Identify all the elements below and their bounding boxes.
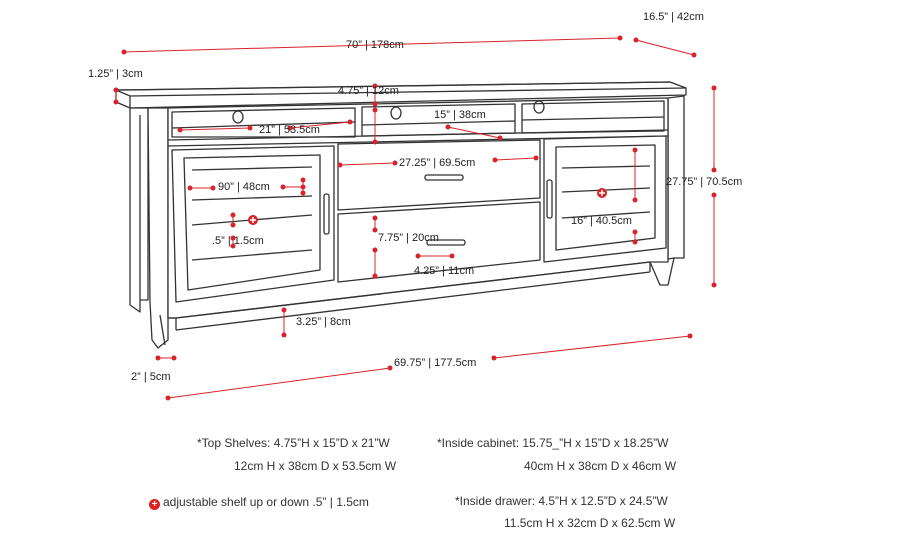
dimension-endpoint — [372, 215, 378, 221]
dimension-endpoint — [449, 253, 455, 259]
dimension-endpoint — [492, 157, 498, 163]
label-drawer-height: 7.75” | 20cm — [378, 232, 439, 244]
note-inside-drawer-1: *Inside drawer: 4.5”H x 12.5”D x 24.5”W — [455, 494, 668, 508]
dim-line-width-top — [123, 37, 621, 53]
dim-line-top-shelf-width — [179, 127, 251, 131]
dimension-endpoint — [632, 147, 638, 153]
dimension-endpoint — [121, 49, 127, 55]
plus-circle-icon — [248, 215, 258, 225]
note-adjustable-text: adjustable shelf up or down .5” | 1.5cm — [163, 495, 369, 509]
dimension-endpoint — [187, 185, 193, 191]
label-top-thickness: 1.25” | 3cm — [88, 68, 143, 80]
note-top-shelves-1: *Top Shelves: 4.75”H x 15”D x 21”W — [197, 436, 390, 450]
dimension-endpoint — [281, 307, 287, 313]
dimension-endpoint — [372, 227, 378, 233]
dimension-endpoint — [247, 125, 253, 131]
dimension-endpoint — [155, 355, 161, 361]
label-shelf-adjust: .5” | 1.5cm — [212, 235, 264, 247]
note-inside-cabinet-2: 40cm H x 38cm D x 46cm W — [524, 459, 677, 473]
dimension-endpoint — [165, 395, 171, 401]
plus-circle-icon — [597, 188, 607, 198]
plus-circle-icon: + — [149, 499, 160, 510]
dimension-endpoint — [300, 177, 306, 183]
label-drawer-width: 27.25” | 69.5cm — [399, 157, 475, 169]
dimension-endpoint — [113, 99, 119, 105]
dimension-endpoint — [617, 35, 623, 41]
label-total-height: 27.75” | 70.5cm — [666, 176, 742, 188]
dimension-endpoint — [280, 184, 286, 190]
dimension-endpoint — [633, 37, 639, 43]
dimension-endpoint — [711, 282, 717, 288]
dim-line-width-bottom-2 — [493, 335, 691, 359]
dimension-endpoint — [711, 167, 717, 173]
dim-line-top-shelf-depth — [447, 126, 501, 139]
dimension-endpoint — [171, 355, 177, 361]
dimension-endpoint — [632, 197, 638, 203]
label-width-bottom: 69.75” | 177.5cm — [394, 357, 476, 369]
dimension-endpoint — [711, 192, 717, 198]
dimension-endpoint — [491, 355, 497, 361]
dimension-endpoint — [177, 127, 183, 133]
dimension-endpoint — [372, 83, 378, 89]
dimension-endpoint — [497, 135, 503, 141]
dimension-endpoint — [372, 107, 378, 113]
label-width-top: 70” | 178cm — [346, 39, 404, 51]
dimension-endpoint — [281, 332, 287, 338]
dimension-endpoint — [210, 185, 216, 191]
dimension-endpoint — [632, 229, 638, 235]
dimension-endpoint — [691, 52, 697, 58]
label-top-shelf-width: 21” | 53.5cm — [259, 124, 320, 136]
dim-line-depth — [635, 39, 695, 56]
dimension-endpoint — [287, 125, 293, 131]
label-top-shelf-depth: 15” | 38cm — [434, 109, 486, 121]
label-top-shelf-height: 4.75” | 12cm — [338, 85, 399, 97]
dimension-endpoint — [337, 162, 343, 168]
dimension-endpoint — [347, 119, 353, 125]
dimension-endpoint — [415, 253, 421, 259]
dimension-endpoint — [533, 155, 539, 161]
dimension-endpoint — [387, 365, 393, 371]
dimension-endpoint — [300, 190, 306, 196]
dimension-endpoint — [230, 222, 236, 228]
dim-line-width-bottom — [167, 367, 391, 399]
note-inside-cabinet-1: *Inside cabinet: 15.75_”H x 15”D x 18.25… — [437, 436, 669, 450]
furniture-drawing — [115, 81, 687, 349]
dimension-endpoint — [372, 247, 378, 253]
label-cabinet-shelf-depth: 90” | 48cm — [218, 181, 270, 193]
dimension-endpoint — [711, 85, 717, 91]
dimension-endpoint — [230, 212, 236, 218]
label-depth: 16.5” | 42cm — [643, 11, 704, 23]
dimension-endpoint — [230, 243, 236, 249]
dimension-endpoint — [113, 87, 119, 93]
dimension-lines — [113, 35, 717, 401]
label-cabinet-height: 16” | 40.5cm — [571, 215, 632, 227]
label-leg-width: 2” | 5cm — [131, 371, 171, 383]
dim-line-drawer-width-2 — [494, 157, 537, 161]
dimension-endpoint — [230, 235, 236, 241]
dim-line-top-shelf-width-2 — [289, 121, 351, 129]
dimension-endpoint — [687, 333, 693, 339]
label-handle-width: 4.25” | 11cm — [414, 265, 474, 277]
dimension-endpoint — [445, 124, 451, 130]
dimension-labels: 16.5” | 42cm 70” | 178cm 1.25” | 3cm 4.7… — [88, 11, 742, 383]
note-top-shelves-2: 12cm H x 38cm D x 53.5cm W — [234, 459, 397, 473]
note-adjustable: +adjustable shelf up or down .5” | 1.5cm — [149, 495, 369, 510]
dim-line-drawer-width — [339, 162, 396, 166]
adjust-markers — [248, 188, 607, 225]
dimension-endpoint — [372, 273, 378, 279]
dimension-endpoint — [372, 101, 378, 107]
note-inside-drawer-2: 11.5cm H x 32cm D x 62.5cm W — [504, 516, 676, 530]
dimension-endpoint — [632, 239, 638, 245]
label-leg-height: 3.25” | 8cm — [296, 316, 351, 328]
dimension-endpoint — [372, 139, 378, 145]
dimension-endpoint — [392, 160, 398, 166]
